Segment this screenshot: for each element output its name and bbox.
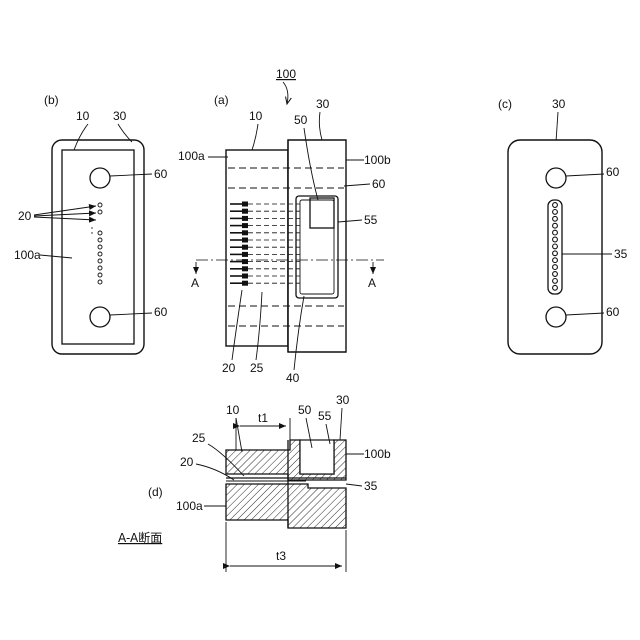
- view-c-ref-30: 30: [552, 97, 566, 111]
- view-a-leader-60: [344, 184, 370, 186]
- lens-element: [553, 223, 558, 228]
- fiber-end: [242, 209, 248, 214]
- view-c-ref-60-bottom: 60: [606, 305, 620, 319]
- view-c-leader-30: [556, 112, 558, 142]
- view-b-ref-30: 30: [113, 109, 127, 123]
- view-d-leader-10: [236, 418, 242, 452]
- view-a-leader-10: [252, 124, 258, 150]
- view-a-ref-55: 55: [364, 213, 378, 227]
- view-d-ref-55: 55: [318, 409, 332, 423]
- view-a-leader-100: [283, 82, 288, 104]
- view-a-label: (a): [214, 93, 229, 107]
- lens-element: [553, 285, 558, 290]
- fiber-hole: [98, 280, 102, 284]
- gap-dot: [91, 232, 92, 233]
- view-a-section-mark-left: A: [191, 276, 199, 290]
- fiber-end: [242, 274, 248, 279]
- fiber-hole: [98, 210, 102, 214]
- view-d-dim-t3: t3: [276, 549, 286, 563]
- lens-element: [553, 210, 558, 215]
- view-b-ref-10: 10: [76, 109, 90, 123]
- view-a-ref-100b: 100b: [364, 153, 391, 167]
- lens-element: [553, 237, 558, 242]
- lens-element: [553, 258, 558, 263]
- fiber-end: [242, 266, 248, 271]
- fiber-hole: [98, 259, 102, 263]
- view-d-leader-35: [346, 484, 362, 486]
- view-a-ref-20: 20: [222, 361, 236, 375]
- view-d-recess-50: [300, 440, 334, 474]
- fiber-end: [242, 202, 248, 207]
- view-d-ref-30: 30: [336, 393, 350, 407]
- lens-element: [553, 265, 558, 270]
- view-a-leader-30: [319, 112, 322, 140]
- fiber-hole: [98, 203, 102, 207]
- view-c-ref-60-top: 60: [606, 165, 620, 179]
- view-d-ref-100a: 100a: [176, 499, 203, 513]
- fiber-end: [242, 245, 248, 250]
- view-a-ref-10: 10: [249, 109, 263, 123]
- view-c-ref-35: 35: [614, 247, 628, 261]
- view-b-ref-60-top: 60: [154, 167, 168, 181]
- fiber-end: [242, 281, 248, 286]
- view-d: (d) t1 t3 10 50 55 30 25 20 100b: [118, 393, 391, 572]
- fiber-hole: [98, 238, 102, 242]
- view-b: (b) 10 30 60 60 20 100a: [14, 93, 168, 354]
- lens-element: [553, 230, 558, 235]
- view-b-ref-100a: 100a: [14, 248, 41, 262]
- view-a-housing-block-30: [288, 140, 346, 352]
- view-d-dim-t1: t1: [258, 411, 268, 425]
- lens-element: [553, 216, 558, 221]
- view-d-ref-10: 10: [226, 403, 240, 417]
- view-a-ref-40: 40: [286, 371, 300, 385]
- view-a-ref-60: 60: [372, 177, 386, 191]
- view-a-ref-100a: 100a: [178, 149, 205, 163]
- view-a-ref-50: 50: [294, 113, 308, 127]
- fiber-hole: [98, 245, 102, 249]
- view-d-ref-20: 20: [180, 455, 194, 469]
- view-d-ref-50: 50: [298, 403, 312, 417]
- view-b-label: (b): [44, 93, 59, 107]
- fiber-end: [242, 223, 248, 228]
- view-b-ref-20: 20: [18, 209, 32, 223]
- fiber-hole: [98, 231, 102, 235]
- view-d-section-title: A-A断面: [118, 530, 162, 545]
- lens-element: [553, 244, 558, 249]
- view-d-label: (d): [148, 485, 163, 499]
- gap-dot: [91, 227, 92, 228]
- view-a: (a) 100 A A 10 30 50 100a 100b: [178, 67, 391, 385]
- fiber-end: [242, 252, 248, 257]
- fiber-end: [242, 230, 248, 235]
- lens-element: [553, 203, 558, 208]
- view-d-ref-25: 25: [192, 431, 206, 445]
- view-d-ref-100b: 100b: [364, 447, 391, 461]
- lens-element: [553, 272, 558, 277]
- view-c: (c) 30 60 35 60: [498, 97, 628, 354]
- lens-element: [553, 279, 558, 284]
- lens-element: [553, 251, 558, 256]
- fiber-hole: [98, 273, 102, 277]
- view-c-label: (c): [498, 97, 512, 111]
- fiber-hole: [98, 266, 102, 270]
- fiber-end: [242, 238, 248, 243]
- view-d-ref-35: 35: [364, 479, 378, 493]
- fiber-hole: [98, 252, 102, 256]
- fiber-end: [242, 216, 248, 221]
- view-d-lower-section: [226, 484, 346, 528]
- view-a-section-mark-right: A: [368, 276, 376, 290]
- view-a-ref-30: 30: [316, 97, 330, 111]
- view-d-leader-30: [340, 408, 342, 440]
- view-a-ref-100: 100: [276, 67, 296, 81]
- view-b-ref-60-bottom: 60: [154, 305, 168, 319]
- view-a-ref-25: 25: [250, 361, 264, 375]
